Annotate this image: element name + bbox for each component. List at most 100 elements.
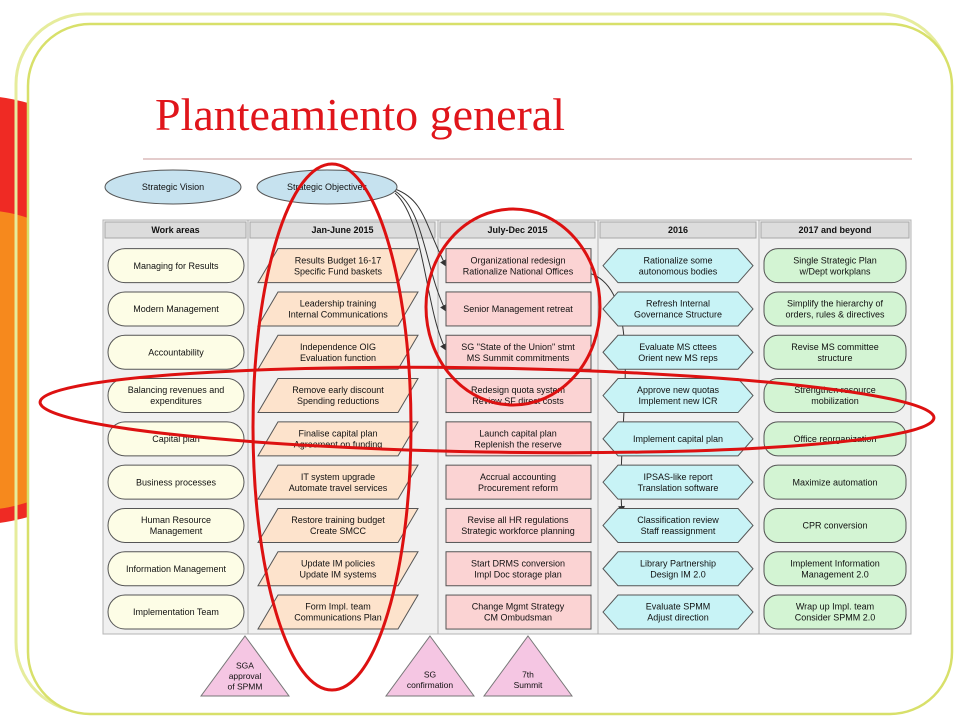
- column-header-label: July-Dec 2015: [487, 225, 547, 235]
- strategic-vision-label: Strategic Vision: [142, 182, 204, 192]
- column-header-box: [599, 221, 757, 239]
- july-dec-label: Senior Management retreat: [463, 304, 573, 314]
- year-2017-label: CPR conversion: [802, 521, 867, 531]
- year-2017-label: Maximize automation: [792, 477, 877, 487]
- july-dec-milestone: [445, 464, 592, 500]
- work-area-label: Capital plan: [152, 434, 200, 444]
- jan-june-milestone: [257, 594, 419, 630]
- column-header-box: [439, 221, 596, 239]
- work-area-node: [107, 291, 245, 327]
- year-2017-milestone: [763, 378, 907, 414]
- year-2016-milestone: [602, 594, 754, 630]
- july-dec-milestone: [445, 421, 592, 457]
- column-header-label: Jan-June 2015: [311, 225, 373, 235]
- column-header-label: 2016: [668, 225, 688, 235]
- strategic-vision-node: [104, 169, 242, 205]
- jan-june-milestone: [257, 507, 419, 543]
- work-area-node: [107, 507, 245, 543]
- strategic-objectives-node: [256, 169, 398, 205]
- objective-arrow: [394, 190, 447, 312]
- column-header-box: [104, 221, 247, 239]
- year-2017-milestone: [763, 507, 907, 543]
- highlight-ellipse-july-dec: [424, 207, 602, 407]
- work-area-label: Implementation Team: [133, 607, 219, 617]
- milestone-triangle: [200, 635, 290, 697]
- jan-june-milestone: [257, 334, 419, 370]
- work-area-node: [107, 248, 245, 284]
- year-2017-milestone: [763, 464, 907, 500]
- column-header-box: [249, 221, 436, 239]
- year-2016-label: Implement capital plan: [633, 434, 723, 444]
- jan-june-milestone: [257, 291, 419, 327]
- work-area-label: Accountability: [148, 347, 204, 357]
- column-header-box: [760, 221, 910, 239]
- year-2016-milestone: [602, 378, 754, 414]
- work-area-node: [107, 334, 245, 370]
- year-2016-milestone: [602, 334, 754, 370]
- july-dec-milestone: [445, 334, 592, 370]
- year-2017-milestone: [763, 248, 907, 284]
- work-area-node: [107, 464, 245, 500]
- year-2016-milestone: [602, 421, 754, 457]
- year-2016-milestone: [602, 248, 754, 284]
- work-area-label: Business processes: [136, 477, 217, 487]
- year-2016-milestone: [602, 507, 754, 543]
- jan-june-milestone: [257, 551, 419, 587]
- jan-june-milestone: [257, 421, 419, 457]
- year-2016-milestone: [602, 291, 754, 327]
- july-dec-milestone: [445, 248, 592, 284]
- year-2017-milestone: [763, 594, 907, 630]
- year-2016-milestone: [602, 551, 754, 587]
- work-area-label: Modern Management: [133, 304, 219, 314]
- year-2017-milestone: [763, 291, 907, 327]
- column-header-label: Work areas: [151, 225, 199, 235]
- work-area-label: Managing for Results: [133, 261, 219, 271]
- july-dec-milestone: [445, 291, 592, 327]
- objective-arrow: [394, 192, 447, 351]
- work-area-node: [107, 551, 245, 587]
- work-area-node: [107, 378, 245, 414]
- jan-june-milestone: [257, 464, 419, 500]
- year-2017-milestone: [763, 421, 907, 457]
- highlight-ellipse-jan-june: [251, 162, 413, 692]
- july-dec-milestone: [445, 551, 592, 587]
- column-header-label: 2017 and beyond: [798, 225, 871, 235]
- year-2016-milestone: [602, 464, 754, 500]
- work-area-node: [107, 594, 245, 630]
- highlight-ellipse-balancing-row: [38, 365, 936, 455]
- year-2017-milestone: [763, 551, 907, 587]
